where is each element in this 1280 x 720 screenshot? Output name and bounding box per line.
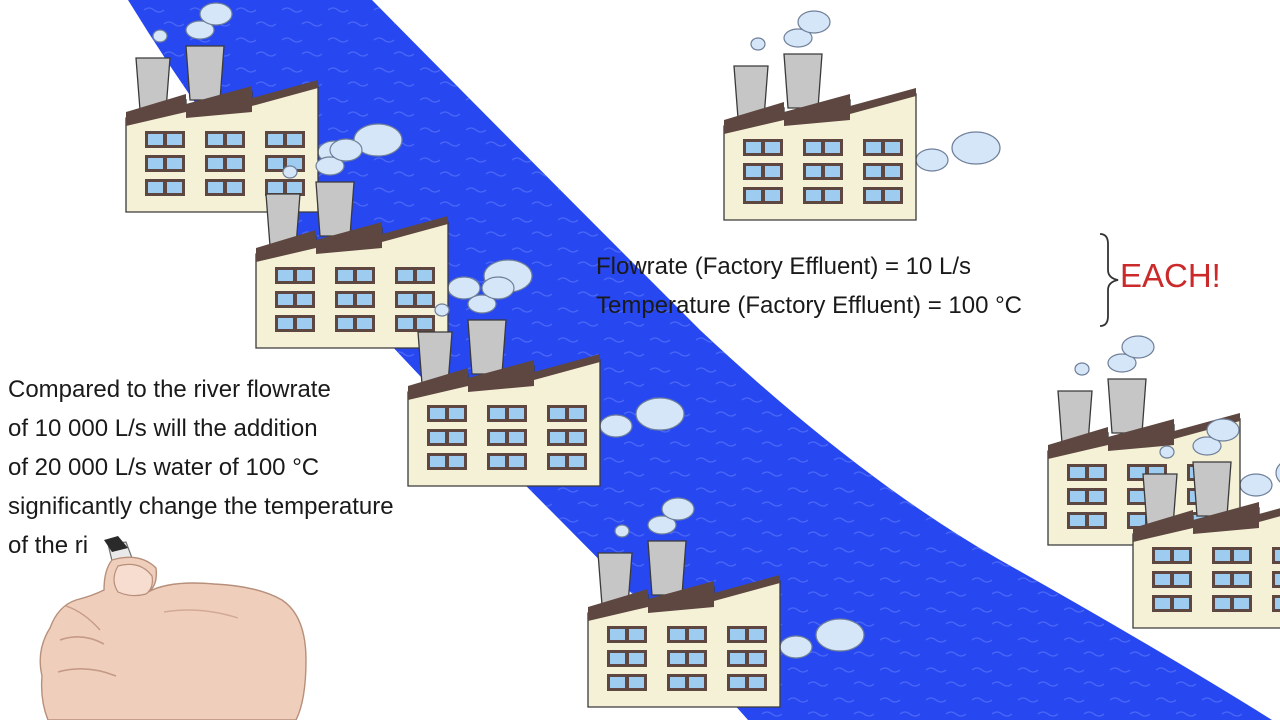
window — [487, 429, 527, 446]
window — [275, 291, 315, 308]
window — [727, 626, 767, 643]
window — [145, 131, 185, 148]
window — [607, 650, 647, 667]
window — [427, 453, 467, 470]
flowrate-annotation: Flowrate (Factory Effluent) = 10 L/s — [596, 253, 972, 280]
window — [863, 187, 903, 204]
smoke-cloud-icon — [434, 276, 685, 438]
temperature-annotation: Temperature (Factory Effluent) = 100 °C — [596, 292, 1023, 319]
window — [205, 179, 245, 196]
factory-icon — [125, 2, 403, 213]
factory-icon — [255, 138, 533, 349]
window — [667, 650, 707, 667]
window — [743, 163, 783, 180]
window — [863, 139, 903, 156]
window — [743, 139, 783, 156]
window — [547, 429, 587, 446]
factory-icon — [1132, 418, 1280, 629]
window — [265, 131, 305, 148]
window — [145, 179, 185, 196]
window — [863, 163, 903, 180]
window — [335, 291, 375, 308]
factory-group — [125, 2, 1280, 708]
question-text: Compared to the river flowrate of 10 000… — [8, 370, 394, 577]
question-line: significantly change the temperature — [8, 493, 394, 520]
window — [205, 131, 245, 148]
smoke-cloud-icon — [614, 497, 865, 659]
smoke-cloud-icon — [1074, 335, 1280, 497]
window — [275, 315, 315, 332]
curly-brace-icon — [1099, 233, 1119, 327]
question-line-partial: of the ri — [8, 532, 89, 559]
window — [395, 267, 435, 284]
question-line: Compared to the river flowrate — [8, 376, 331, 403]
window — [487, 405, 527, 422]
window — [265, 179, 305, 196]
window — [335, 315, 375, 332]
window — [205, 155, 245, 172]
window — [743, 187, 783, 204]
window — [1272, 571, 1280, 588]
window — [1272, 595, 1280, 612]
window — [547, 453, 587, 470]
window — [1152, 571, 1192, 588]
window — [1212, 595, 1252, 612]
window — [1152, 595, 1192, 612]
window — [667, 626, 707, 643]
window — [1152, 547, 1192, 564]
window — [145, 155, 185, 172]
window — [395, 315, 435, 332]
window — [727, 674, 767, 691]
window — [335, 267, 375, 284]
each-label: EACH! — [1120, 257, 1221, 294]
question-line: of 10 000 L/s will the addition — [8, 415, 318, 442]
smoke-cloud-icon — [750, 10, 1001, 172]
smoke-cloud-icon — [1159, 418, 1240, 459]
window — [1212, 547, 1252, 564]
window — [803, 163, 843, 180]
factory-icon — [587, 497, 865, 708]
window — [395, 291, 435, 308]
window — [487, 453, 527, 470]
window — [427, 405, 467, 422]
factory-icon — [407, 276, 685, 487]
window — [803, 139, 843, 156]
factory-icon — [723, 10, 1001, 221]
river — [128, 0, 1272, 720]
window — [803, 187, 843, 204]
window — [1067, 464, 1107, 481]
window — [275, 267, 315, 284]
window — [607, 674, 647, 691]
window — [427, 429, 467, 446]
window — [547, 405, 587, 422]
window — [727, 650, 767, 667]
window — [607, 626, 647, 643]
window — [1067, 488, 1107, 505]
window — [667, 674, 707, 691]
window — [1272, 547, 1280, 564]
window — [1067, 512, 1107, 529]
question-line: of 20 000 L/s water of 100 °C — [8, 454, 320, 481]
window — [1212, 571, 1252, 588]
